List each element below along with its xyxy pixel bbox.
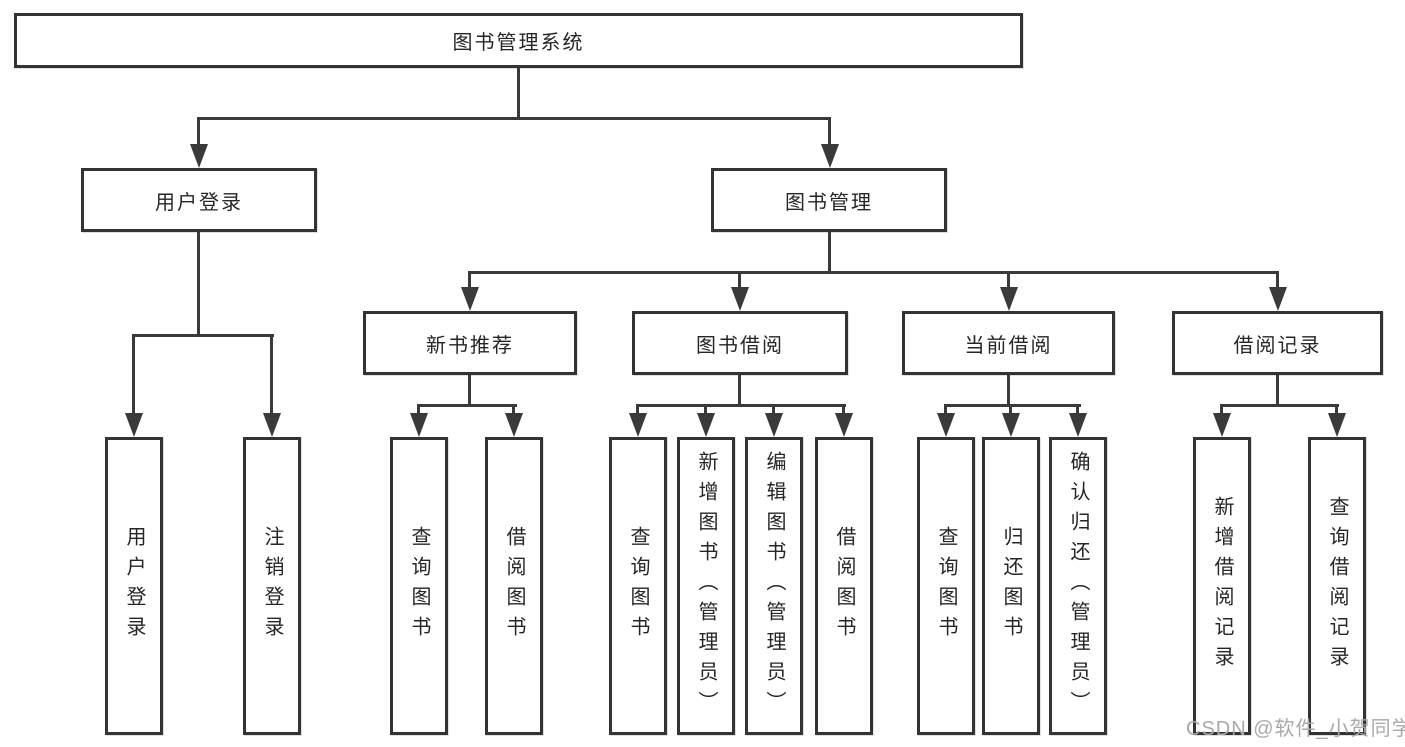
leaf-query-book-borrow-label: 查询图书 bbox=[627, 526, 649, 646]
leaf-add-book-admin-label: 新增图书（管理员） bbox=[695, 451, 717, 721]
node-user-login: 用户登录 bbox=[81, 168, 317, 232]
leaf-confirm-return-admin: 确认归还（管理员） bbox=[1049, 437, 1107, 735]
node-book-borrow-label: 图书借阅 bbox=[696, 334, 784, 357]
arrowhead-down-icon bbox=[1002, 413, 1020, 437]
leaf-return-book: 归还图书 bbox=[982, 437, 1040, 735]
connector-hline bbox=[197, 117, 831, 120]
arrowhead-down-icon bbox=[125, 413, 143, 437]
connector-vline bbox=[1276, 271, 1279, 299]
node-current-borrow: 当前借阅 bbox=[902, 311, 1115, 375]
leaf-query-book-recommend-label: 查询图书 bbox=[408, 526, 430, 646]
connector-vline bbox=[828, 232, 831, 274]
node-new-book-recommend-label: 新书推荐 bbox=[426, 334, 514, 357]
node-current-borrow-label: 当前借阅 bbox=[964, 334, 1053, 357]
leaf-add-borrow-record-label: 新增借阅记录 bbox=[1211, 496, 1233, 676]
node-root-system: 图书管理系统 bbox=[14, 13, 1023, 68]
leaf-edit-book-admin: 编辑图书（管理员） bbox=[745, 437, 803, 735]
connector-vline bbox=[1276, 375, 1279, 407]
connector-vline bbox=[517, 68, 520, 118]
leaf-add-borrow-record: 新增借阅记录 bbox=[1193, 437, 1251, 735]
leaf-borrow-book: 借阅图书 bbox=[815, 437, 873, 735]
connector-vline bbox=[828, 117, 831, 158]
connector-vline bbox=[468, 271, 471, 299]
leaf-user-login: 用户登录 bbox=[105, 437, 163, 735]
connector-hline bbox=[944, 404, 1081, 407]
connector-vline bbox=[197, 117, 200, 158]
arrowhead-down-icon bbox=[410, 413, 428, 437]
connector-hline bbox=[1220, 404, 1339, 407]
leaf-borrow-book-recommend: 借阅图书 bbox=[485, 437, 543, 735]
node-user-login-label: 用户登录 bbox=[155, 191, 243, 214]
node-root-label: 图书管理系统 bbox=[452, 32, 585, 54]
arrowhead-down-icon bbox=[937, 413, 955, 437]
leaf-add-book-admin: 新增图书（管理员） bbox=[677, 437, 735, 735]
leaf-query-borrow-record: 查询借阅记录 bbox=[1308, 437, 1366, 735]
arrowhead-down-icon bbox=[263, 413, 281, 437]
leaf-query-book-recommend: 查询图书 bbox=[390, 437, 448, 735]
arrowhead-down-icon bbox=[629, 413, 647, 437]
arrowhead-down-icon bbox=[821, 144, 839, 168]
leaf-query-borrow-record-label: 查询借阅记录 bbox=[1326, 496, 1348, 676]
leaf-user-login-label: 用户登录 bbox=[123, 526, 145, 646]
csdn-watermark: CSDN @软件_小贺同学 bbox=[1186, 718, 1405, 740]
leaf-confirm-return-admin-label: 确认归还（管理员） bbox=[1067, 451, 1089, 721]
arrowhead-down-icon bbox=[697, 413, 715, 437]
leaf-return-book-label: 归还图书 bbox=[1000, 526, 1022, 646]
leaf-query-book-current: 查询图书 bbox=[917, 437, 975, 735]
connector-vline bbox=[738, 375, 741, 407]
node-borrow-records-label: 借阅记录 bbox=[1233, 334, 1322, 357]
connector-hline bbox=[636, 404, 846, 407]
connector-vline bbox=[132, 334, 135, 424]
arrowhead-down-icon bbox=[765, 413, 783, 437]
node-book-borrow: 图书借阅 bbox=[632, 311, 848, 375]
leaf-edit-book-admin-label: 编辑图书（管理员） bbox=[763, 451, 785, 721]
connector-vline bbox=[1007, 271, 1010, 299]
arrowhead-down-icon bbox=[1213, 413, 1231, 437]
leaf-logout: 注销登录 bbox=[243, 437, 301, 735]
leaf-borrow-book-label: 借阅图书 bbox=[833, 526, 855, 646]
leaf-logout-label: 注销登录 bbox=[261, 526, 283, 646]
leaf-query-book-borrow: 查询图书 bbox=[609, 437, 667, 735]
arrowhead-down-icon bbox=[1000, 287, 1018, 311]
connector-vline bbox=[738, 271, 741, 299]
arrowhead-down-icon bbox=[461, 287, 479, 311]
connector-vline bbox=[468, 375, 471, 407]
arrowhead-down-icon bbox=[1069, 413, 1087, 437]
node-book-management: 图书管理 bbox=[711, 168, 947, 232]
node-new-book-recommend: 新书推荐 bbox=[363, 311, 577, 375]
connector-hline bbox=[132, 334, 274, 337]
connector-vline bbox=[1007, 375, 1010, 407]
leaf-query-book-current-label: 查询图书 bbox=[935, 526, 957, 646]
connector-vline bbox=[270, 334, 273, 424]
leaf-borrow-book-recommend-label: 借阅图书 bbox=[503, 526, 525, 646]
node-borrow-records: 借阅记录 bbox=[1172, 311, 1383, 375]
arrowhead-down-icon bbox=[1328, 413, 1346, 437]
arrowhead-down-icon bbox=[190, 144, 208, 168]
arrowhead-down-icon bbox=[835, 413, 853, 437]
node-book-management-label: 图书管理 bbox=[785, 191, 873, 214]
arrowhead-down-icon bbox=[1269, 287, 1287, 311]
arrowhead-down-icon bbox=[505, 413, 523, 437]
arrowhead-down-icon bbox=[731, 287, 749, 311]
connector-hline bbox=[468, 271, 1279, 274]
connector-vline bbox=[197, 232, 200, 336]
connector-hline bbox=[417, 404, 517, 407]
